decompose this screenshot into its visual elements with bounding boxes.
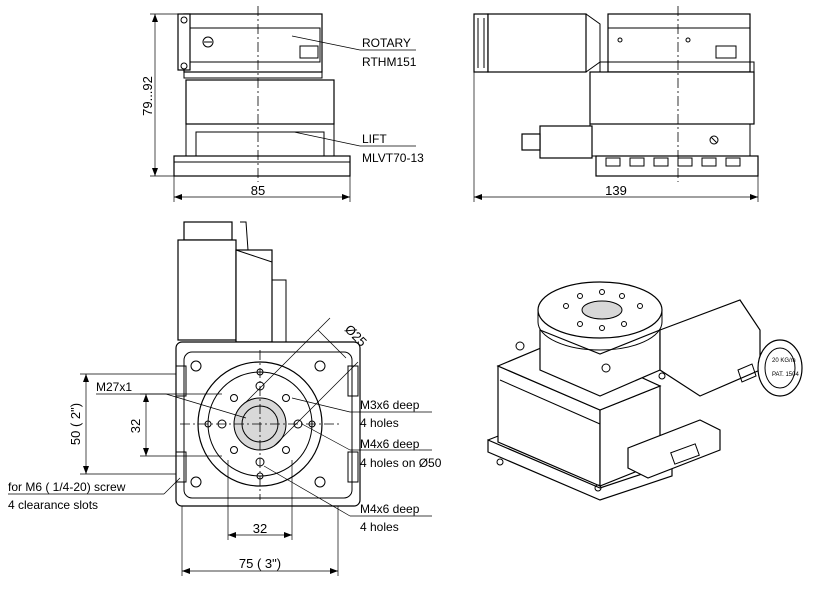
- side-width-label: 139: [605, 183, 627, 198]
- lift-label: LIFT: [362, 132, 387, 146]
- side-view: 139: [473, 6, 759, 202]
- front-view: 79...92 85 ROTARY RTHM151 LIFT MLVT70-13: [140, 6, 424, 202]
- side-encoder-knob: [473, 13, 489, 73]
- dim-32-vertical-label: 32: [128, 419, 143, 433]
- top-motor-side: [235, 249, 273, 343]
- m4-holes-2-label: M4x6 deep: [360, 502, 420, 516]
- m3-count-label: 4 holes: [360, 416, 399, 430]
- front-rotary-body: [183, 13, 323, 73]
- iso-connector: [627, 419, 721, 479]
- iso-motor: [659, 299, 761, 397]
- rotary-model-label: RTHM151: [362, 55, 417, 69]
- m4-circle-label: 4 holes on Ø50: [360, 456, 442, 470]
- iso-badge1-text: 20 KG/m: [772, 358, 796, 364]
- iso-center-bore: [581, 300, 623, 320]
- m27-label: M27x1: [96, 380, 132, 394]
- dim-32-horizontal-label: 32: [253, 521, 267, 536]
- top-view: Ø25 50 ( 2") 32 M27x1 32 75 ( 3"): [8, 221, 442, 576]
- side-lift-motor: [539, 125, 593, 159]
- dim-75-label: 75 ( 3"): [239, 556, 281, 571]
- top-encoder: [183, 221, 233, 241]
- side-rotary-body: [607, 13, 751, 73]
- slots-line1-label: for M6 ( 1/4-20) screw: [8, 480, 126, 494]
- height-range-label: 79...92: [140, 76, 155, 116]
- side-motor-body: [487, 13, 587, 73]
- front-rotary-left-flange: [177, 13, 191, 71]
- iso-badge2-text: PAT. 1504: [772, 372, 799, 378]
- side-lift-upper: [589, 71, 755, 125]
- m4-count-2-label: 4 holes: [360, 520, 399, 534]
- front-base-plate: [173, 155, 351, 177]
- isometric-view: 20 KG/m PAT. 1504: [487, 281, 803, 501]
- top-motor-body: [177, 239, 237, 341]
- dim-50-label: 50 ( 2"): [68, 403, 83, 445]
- lift-model-label: MLVT70-13: [362, 151, 424, 165]
- rotary-label: ROTARY: [362, 36, 411, 50]
- front-lift-upper: [185, 79, 335, 125]
- slots-line2-label: 4 clearance slots: [8, 498, 98, 512]
- m3-holes-label: M3x6 deep: [360, 398, 420, 412]
- side-base-plate: [595, 155, 759, 177]
- m4-holes-label: M4x6 deep: [360, 437, 420, 451]
- front-width-label: 85: [251, 183, 265, 198]
